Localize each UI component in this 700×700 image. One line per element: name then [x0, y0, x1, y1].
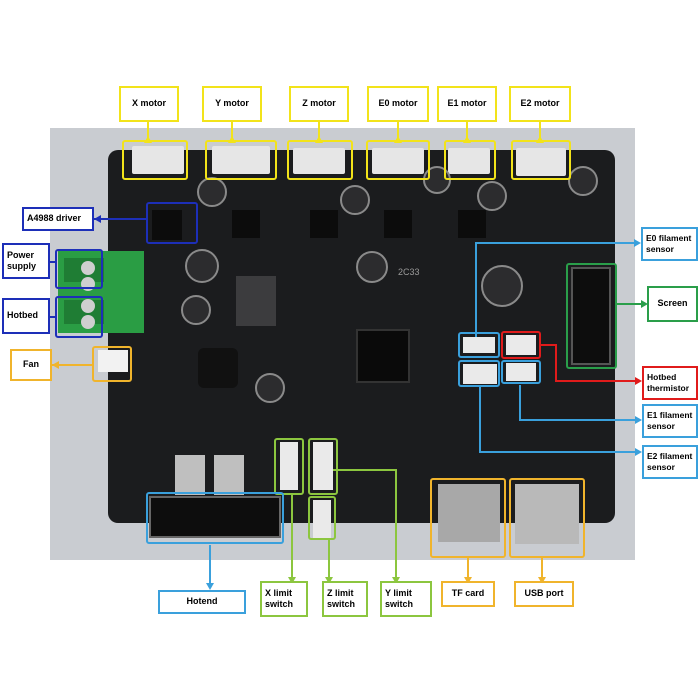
heatsinks [175, 455, 244, 495]
label-e2-motor: E2 motor [509, 86, 571, 122]
label-hotbed: Hotbed [2, 298, 50, 334]
z-motor-highlight [287, 140, 353, 180]
regulators [198, 276, 276, 388]
board-marking: 2C33 [398, 267, 420, 277]
label-fan: Fan [10, 349, 52, 381]
label-x-limit-switch: X limit switch [260, 581, 308, 617]
label-e1-motor: E1 motor [437, 86, 497, 122]
label-z-motor: Z motor [289, 86, 349, 122]
usb-port-body [515, 484, 579, 544]
label-hotend: Hotend [158, 590, 246, 614]
usb-port-highlight [509, 478, 585, 558]
screen-header [571, 267, 611, 365]
label-e1-filament-sensor: E1 filament sensor [642, 404, 698, 438]
z-limit-highlight [308, 496, 336, 540]
e0-motor-highlight [366, 140, 430, 180]
x-limit-highlight [274, 438, 304, 495]
e2-sensor-highlight [458, 360, 500, 387]
thermistor-highlight [501, 331, 541, 359]
label-a4988-driver: A4988 driver [22, 207, 94, 231]
label-x-motor: X motor [119, 86, 179, 122]
e1-sensor-highlight [501, 360, 541, 384]
label-screen: Screen [647, 286, 698, 322]
tf-card-highlight [430, 478, 506, 558]
label-e0-motor: E0 motor [367, 86, 429, 122]
small-connectors [463, 335, 536, 384]
label-power-supply: Power supply [2, 243, 50, 279]
driver-chips [152, 210, 486, 240]
label-y-limit-switch: Y limit switch [380, 581, 432, 617]
label-e2-filament-sensor: E2 filament sensor [642, 445, 698, 479]
label-hotbed-thermistor: Hotbed thermistor [642, 366, 698, 400]
capacitors [181, 166, 598, 403]
x-motor-highlight [122, 140, 188, 180]
hotend-header [149, 496, 281, 538]
e1-motor-highlight [444, 140, 496, 180]
power-supply-highlight [55, 249, 103, 289]
hotbed-highlight [55, 296, 103, 338]
fan-connector [98, 350, 128, 372]
fan-highlight [92, 346, 132, 382]
y-motor-highlight [205, 140, 277, 180]
power-terminal-block [58, 251, 144, 333]
tf-card-slot [438, 484, 500, 542]
label-tf-card: TF card [441, 581, 495, 607]
callout-lines [49, 121, 646, 585]
label-usb-port: USB port [514, 581, 574, 607]
e2-motor-highlight [511, 140, 571, 180]
screen-highlight [566, 263, 617, 369]
e0-sensor-highlight [458, 332, 500, 358]
y-limit-highlight [308, 438, 338, 495]
label-y-motor: Y motor [202, 86, 262, 122]
hotend-highlight [146, 492, 284, 544]
label-e0-filament-sensor: E0 filament sensor [641, 227, 698, 261]
label-z-limit-switch: Z limit switch [322, 581, 368, 617]
motor-connectors [132, 146, 566, 176]
a4988-highlight [146, 202, 198, 244]
mcu-chip [356, 329, 410, 383]
limit-connectors [280, 442, 333, 538]
